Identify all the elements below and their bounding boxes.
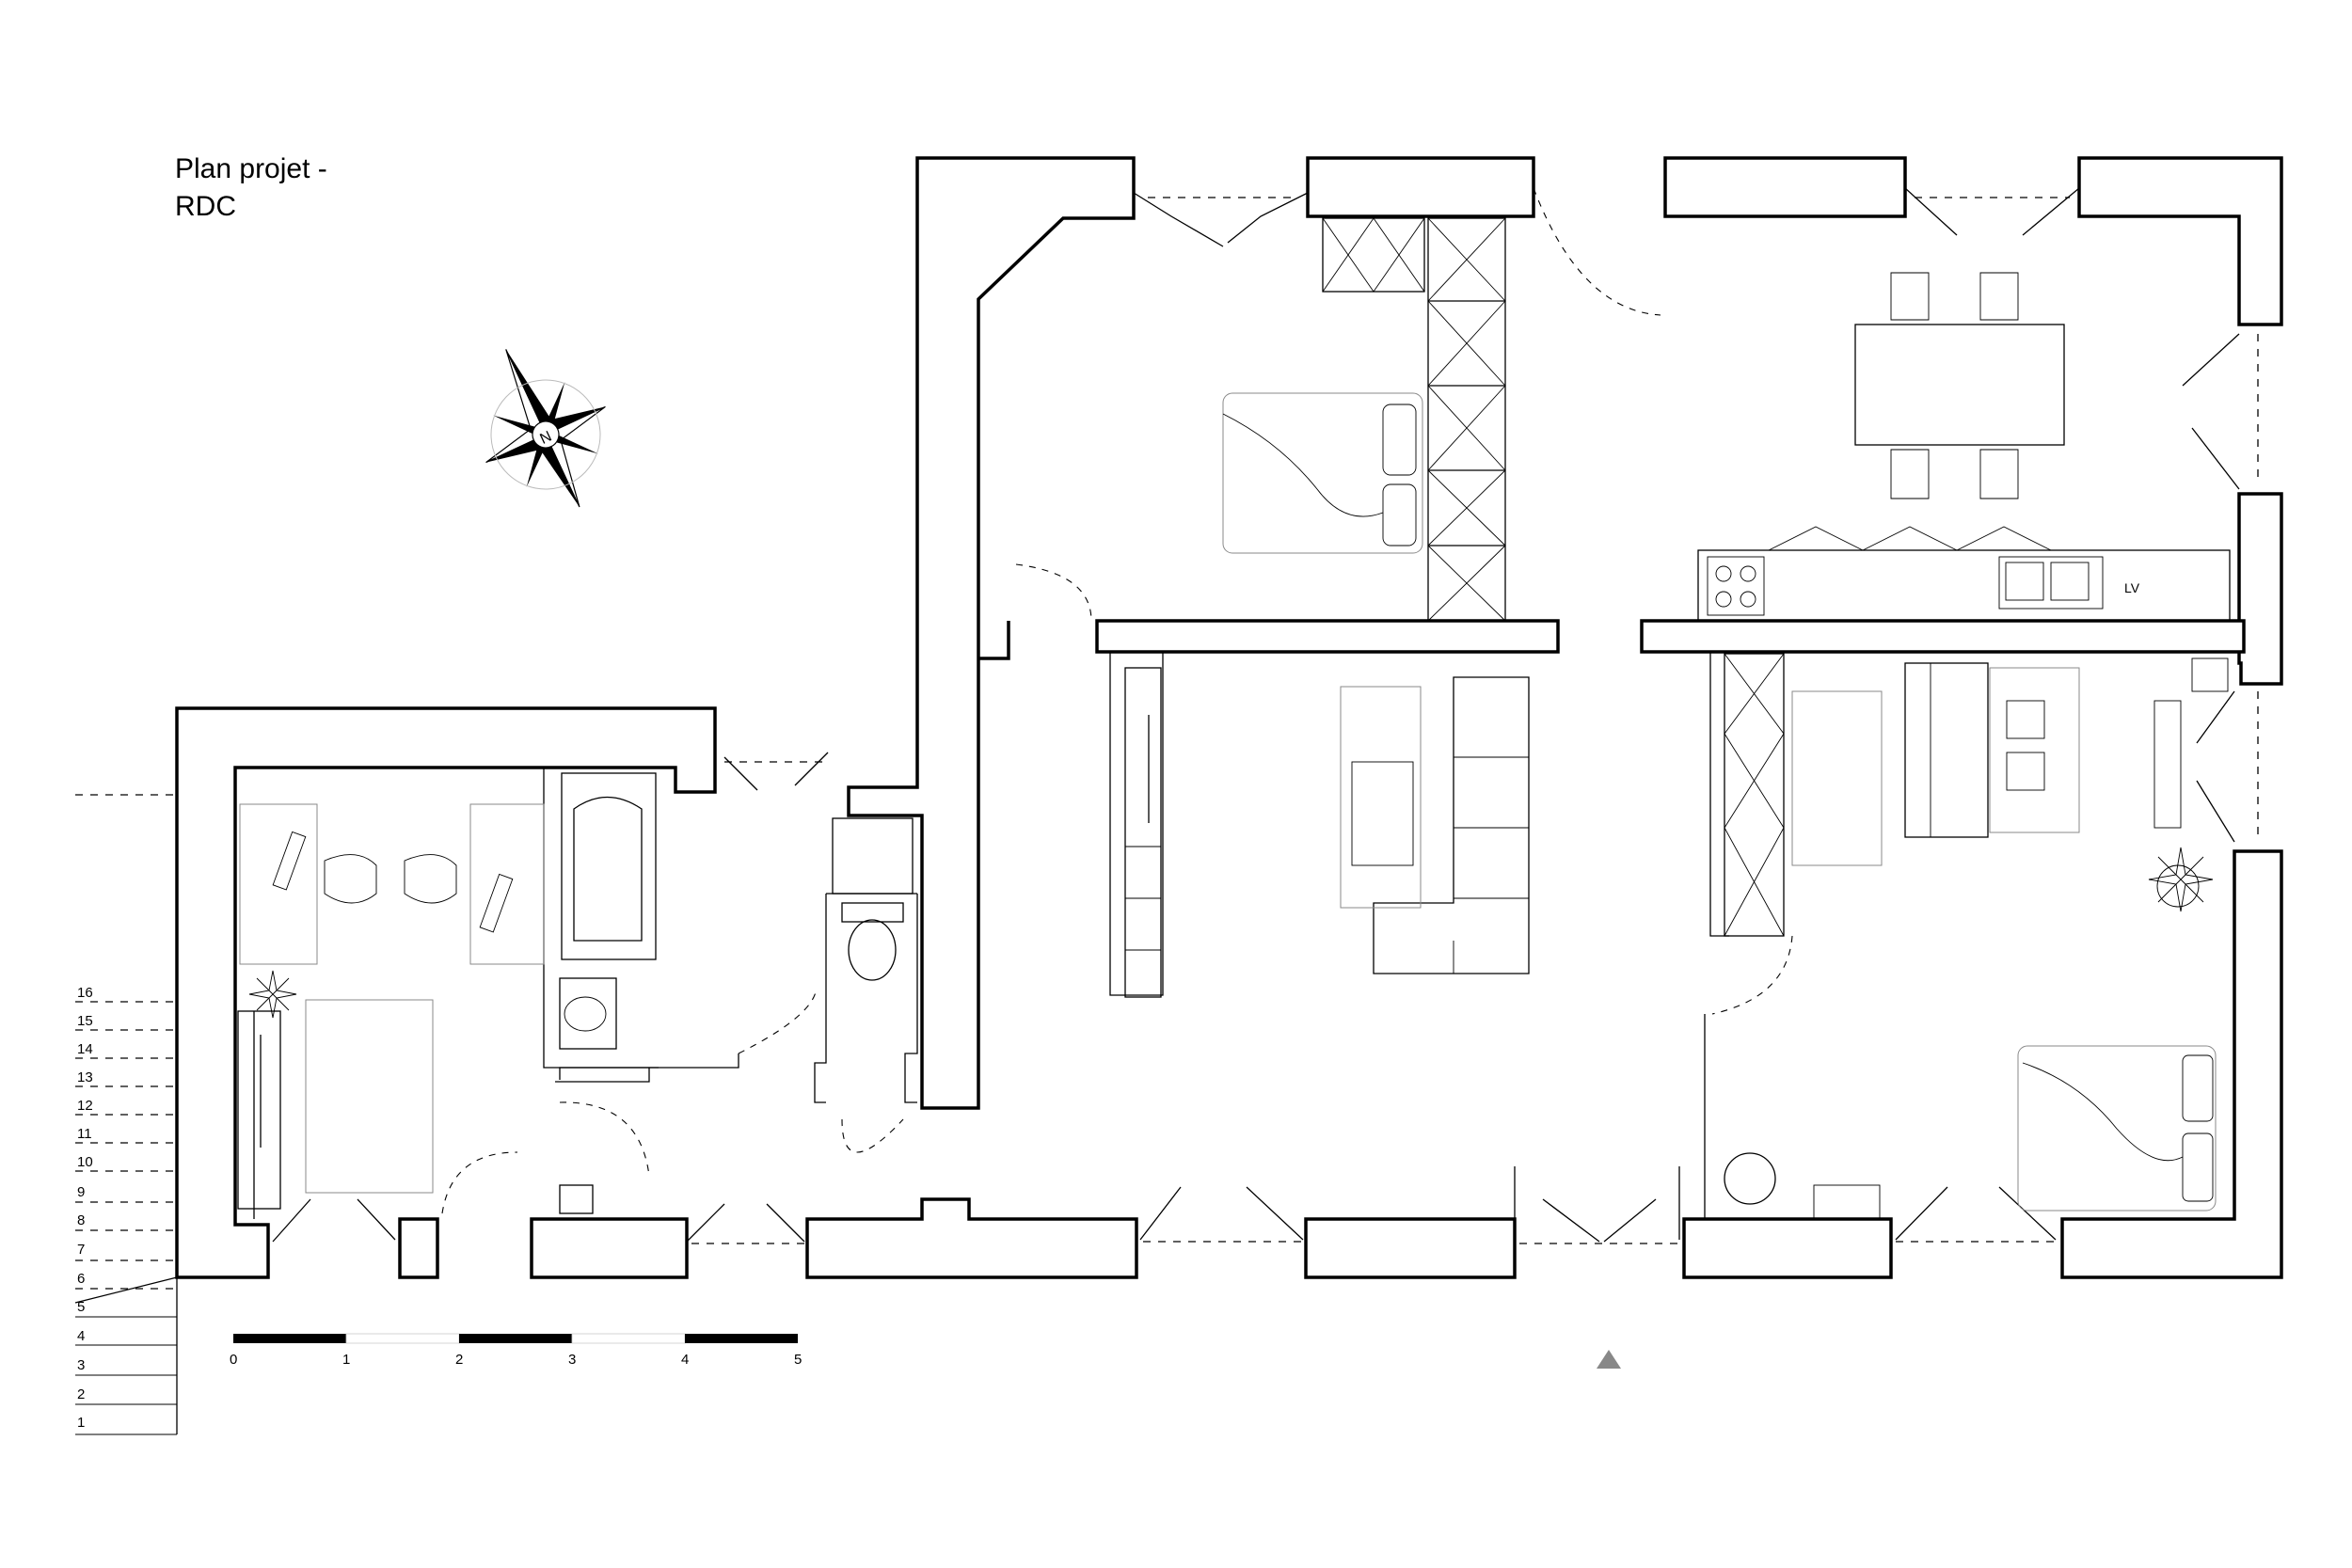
stair-step-14: 14 [77,1041,93,1057]
stair-step-15: 15 [77,1013,93,1029]
stair-step-13: 13 [77,1069,93,1085]
stair-step-6: 6 [77,1271,85,1287]
stair-step-5: 5 [77,1299,85,1315]
plan-title-line1: Plan projet - [175,153,327,184]
scale-label-5: 5 [794,1352,802,1368]
stair-step-16: 16 [77,985,93,1001]
stair-step-1: 1 [77,1415,85,1431]
compass-rose [485,349,606,508]
stair-step-11: 11 [77,1126,92,1142]
door-swings [441,187,1793,1214]
stair-step-3: 3 [77,1357,85,1373]
scale-bar: 0 1 2 3 4 5 [230,1333,802,1368]
stair-step-10: 10 [77,1154,93,1170]
dishwasher-label: LV [2124,580,2140,595]
plan-title: Plan projet - RDC [175,150,327,226]
stair-step-4: 4 [77,1328,85,1344]
plan-title-line2: RDC [175,191,236,222]
scale-label-0: 0 [230,1352,237,1368]
stair-step-9: 9 [77,1184,85,1200]
scale-label-4: 4 [681,1352,689,1368]
stair-step-12: 12 [77,1098,93,1114]
scale-label-1: 1 [342,1352,350,1368]
walls [175,156,2283,1279]
stair-step-7: 7 [77,1242,85,1258]
stair-step-8: 8 [77,1212,85,1228]
stairs: 1 2 3 4 5 6 7 8 9 10 11 12 13 14 15 16 [74,985,178,1435]
furniture: LV [237,217,2231,1369]
windows [75,187,2259,1244]
scale-label-3: 3 [568,1352,576,1368]
scale-label-2: 2 [455,1352,463,1368]
stair-step-2: 2 [77,1386,85,1402]
